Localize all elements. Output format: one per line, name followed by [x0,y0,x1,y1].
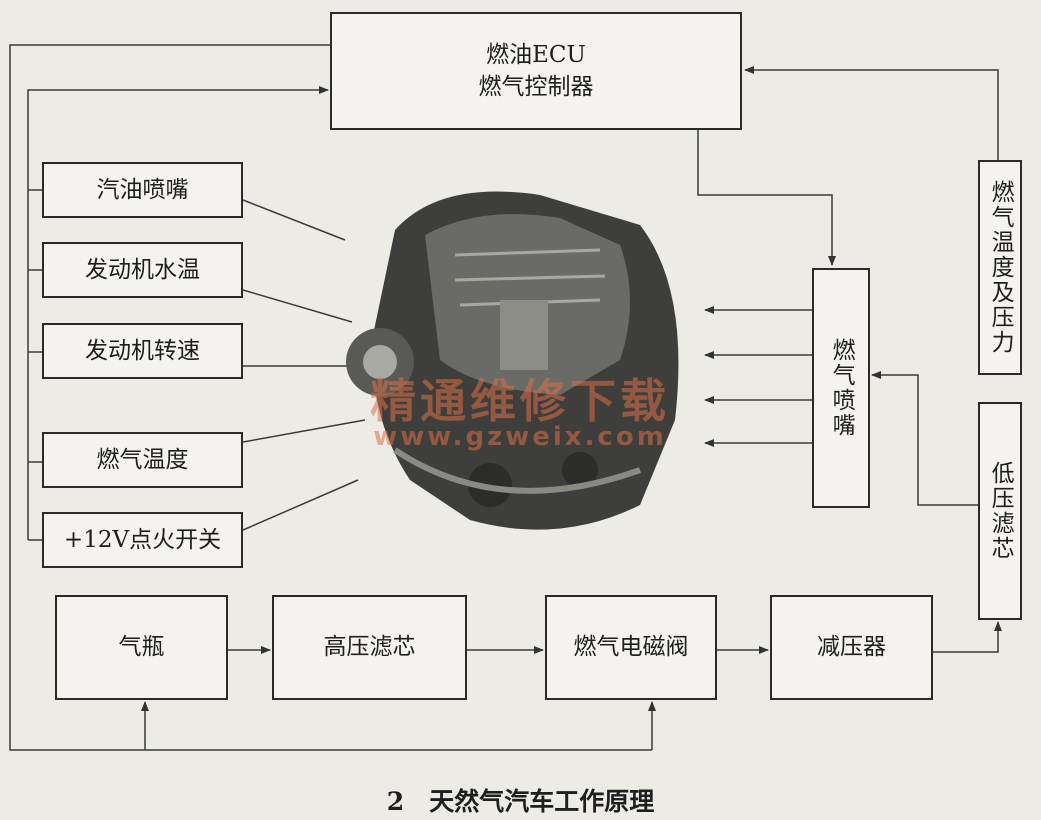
pressure-reducer-box: 减压器 [770,595,933,700]
engine-illustration [346,191,679,530]
gas-cylinder-box: 气瓶 [55,595,228,700]
gas-temp-pressure-label: 燃气温度及压力 [987,180,1014,355]
leader-coolant-temp [242,289,353,323]
watermark-title: 精通维修下载 [370,374,670,428]
watermark-url: www.gzweix.com [373,422,667,452]
low-pressure-filter-box: 低压滤芯 [978,402,1022,620]
pressure-reducer-label: 减压器 [817,634,886,661]
gas-solenoid-valve-box: 燃气电磁阀 [545,595,717,700]
ignition-switch-box: +12V点火开关 [42,512,243,568]
ecu-to-valves-wire [9,44,652,751]
high-pressure-filter-box: 高压滤芯 [272,595,467,700]
petrol-injector-label: 汽油喷嘴 [96,176,189,203]
ecu-box: 燃油ECU 燃气控制器 [330,12,742,130]
sensor-bus-to-ecu-arrow [27,86,329,540]
leader-petrol-injector [242,199,346,241]
petrol-injector-box: 汽油喷嘴 [42,162,243,218]
low-pressure-filter-label: 低压滤芯 [987,461,1014,561]
reducer-to-lp-filter-arrow [933,621,1002,653]
gas-injector-box: 燃气喷嘴 [812,268,870,508]
gas-solenoid-valve-label: 燃气电磁阀 [573,634,689,661]
gas-temp-box: 燃气温度 [42,432,243,488]
engine-speed-box: 发动机转速 [42,323,243,379]
figure-caption: 2 天然气汽车工作原理 [386,787,655,816]
ecu-label-line2: 燃气控制器 [478,74,594,100]
gas-injector-label: 燃气喷嘴 [828,338,855,438]
leader-ignition [242,479,359,531]
engine-speed-label: 发动机转速 [85,337,200,364]
gas-temp-pressure-box: 燃气温度及压力 [978,160,1022,375]
ecu-label-line1: 燃油ECU [486,41,586,68]
gas-cylinder-label: 气瓶 [118,634,165,661]
gas-sensor-to-ecu-arrow [744,66,999,160]
coolant-temp-label: 发动机水温 [85,256,200,283]
high-pressure-filter-label: 高压滤芯 [323,634,416,661]
ignition-switch-label: +12V点火开关 [63,526,222,553]
ecu-to-gas-injector-arrow [697,130,836,266]
leader-gas-temp [242,419,366,443]
filter-to-injector-arrow [871,371,980,506]
gas-temp-label: 燃气温度 [96,446,189,473]
sensor-taps [28,189,42,541]
coolant-temp-box: 发动机水温 [42,242,243,298]
